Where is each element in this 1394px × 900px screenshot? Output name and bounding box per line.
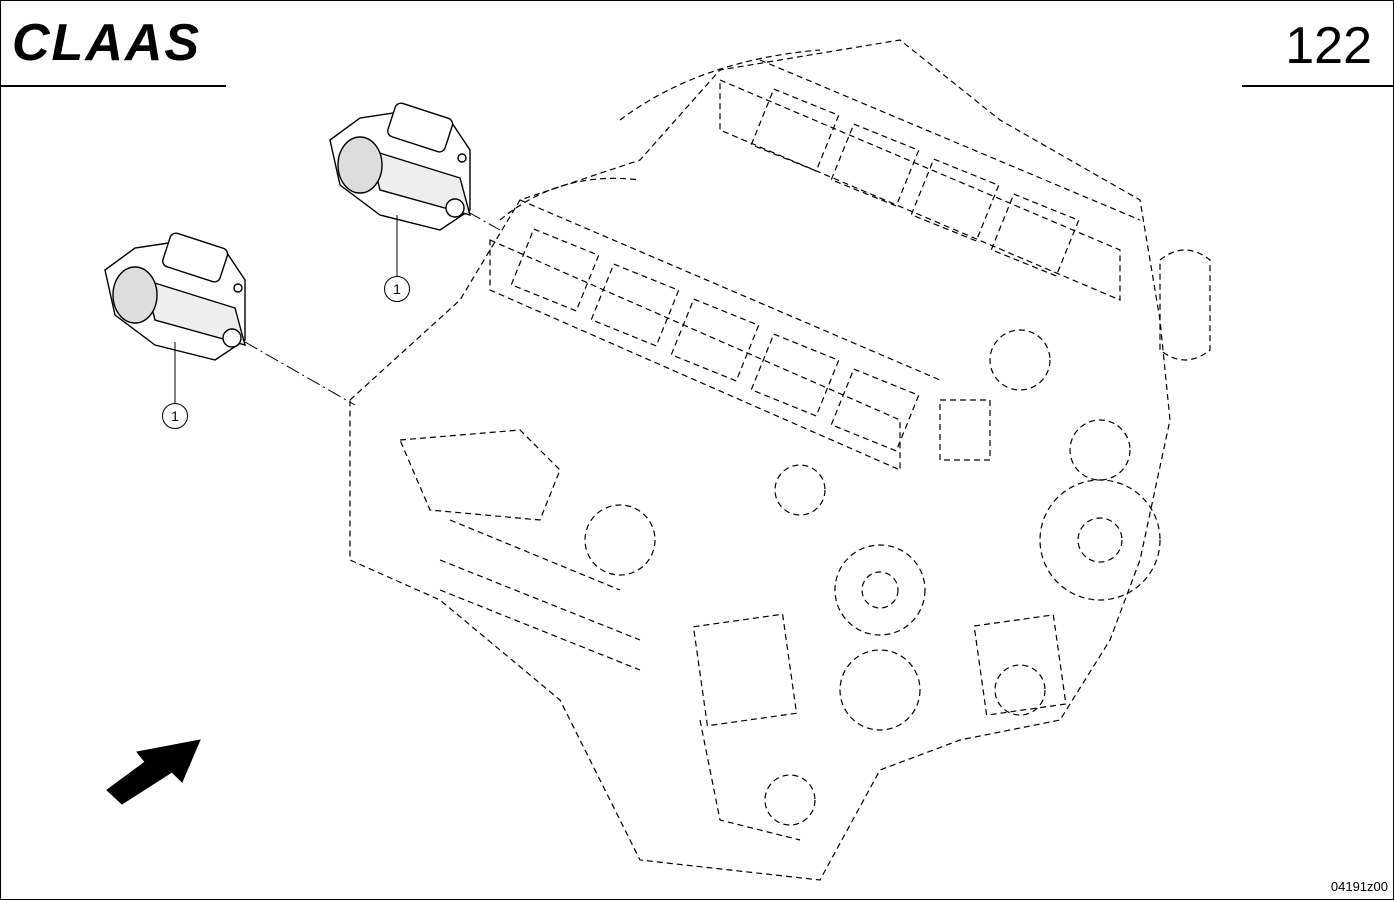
engine-block-dashed — [349, 39, 1211, 881]
brand-text: CLAAS — [12, 18, 201, 66]
page-number: 122 — [1285, 17, 1372, 75]
leader-lines — [244, 211, 501, 406]
callout-leaders — [174, 215, 398, 403]
callout-1-upper: 1 — [384, 276, 410, 302]
arrow-icon — [106, 739, 201, 805]
claas-logo-icon: CLAAS — [12, 14, 237, 72]
drawing-id: 04191z00 — [1330, 879, 1388, 894]
starter-motor-upper — [329, 102, 471, 231]
callout-1-lower: 1 — [162, 403, 188, 429]
starter-motor-lower — [104, 232, 246, 361]
claas-logo-svg: CLAAS — [12, 14, 201, 72]
header-rule-left — [0, 85, 226, 87]
header-rule-right — [1242, 85, 1394, 87]
